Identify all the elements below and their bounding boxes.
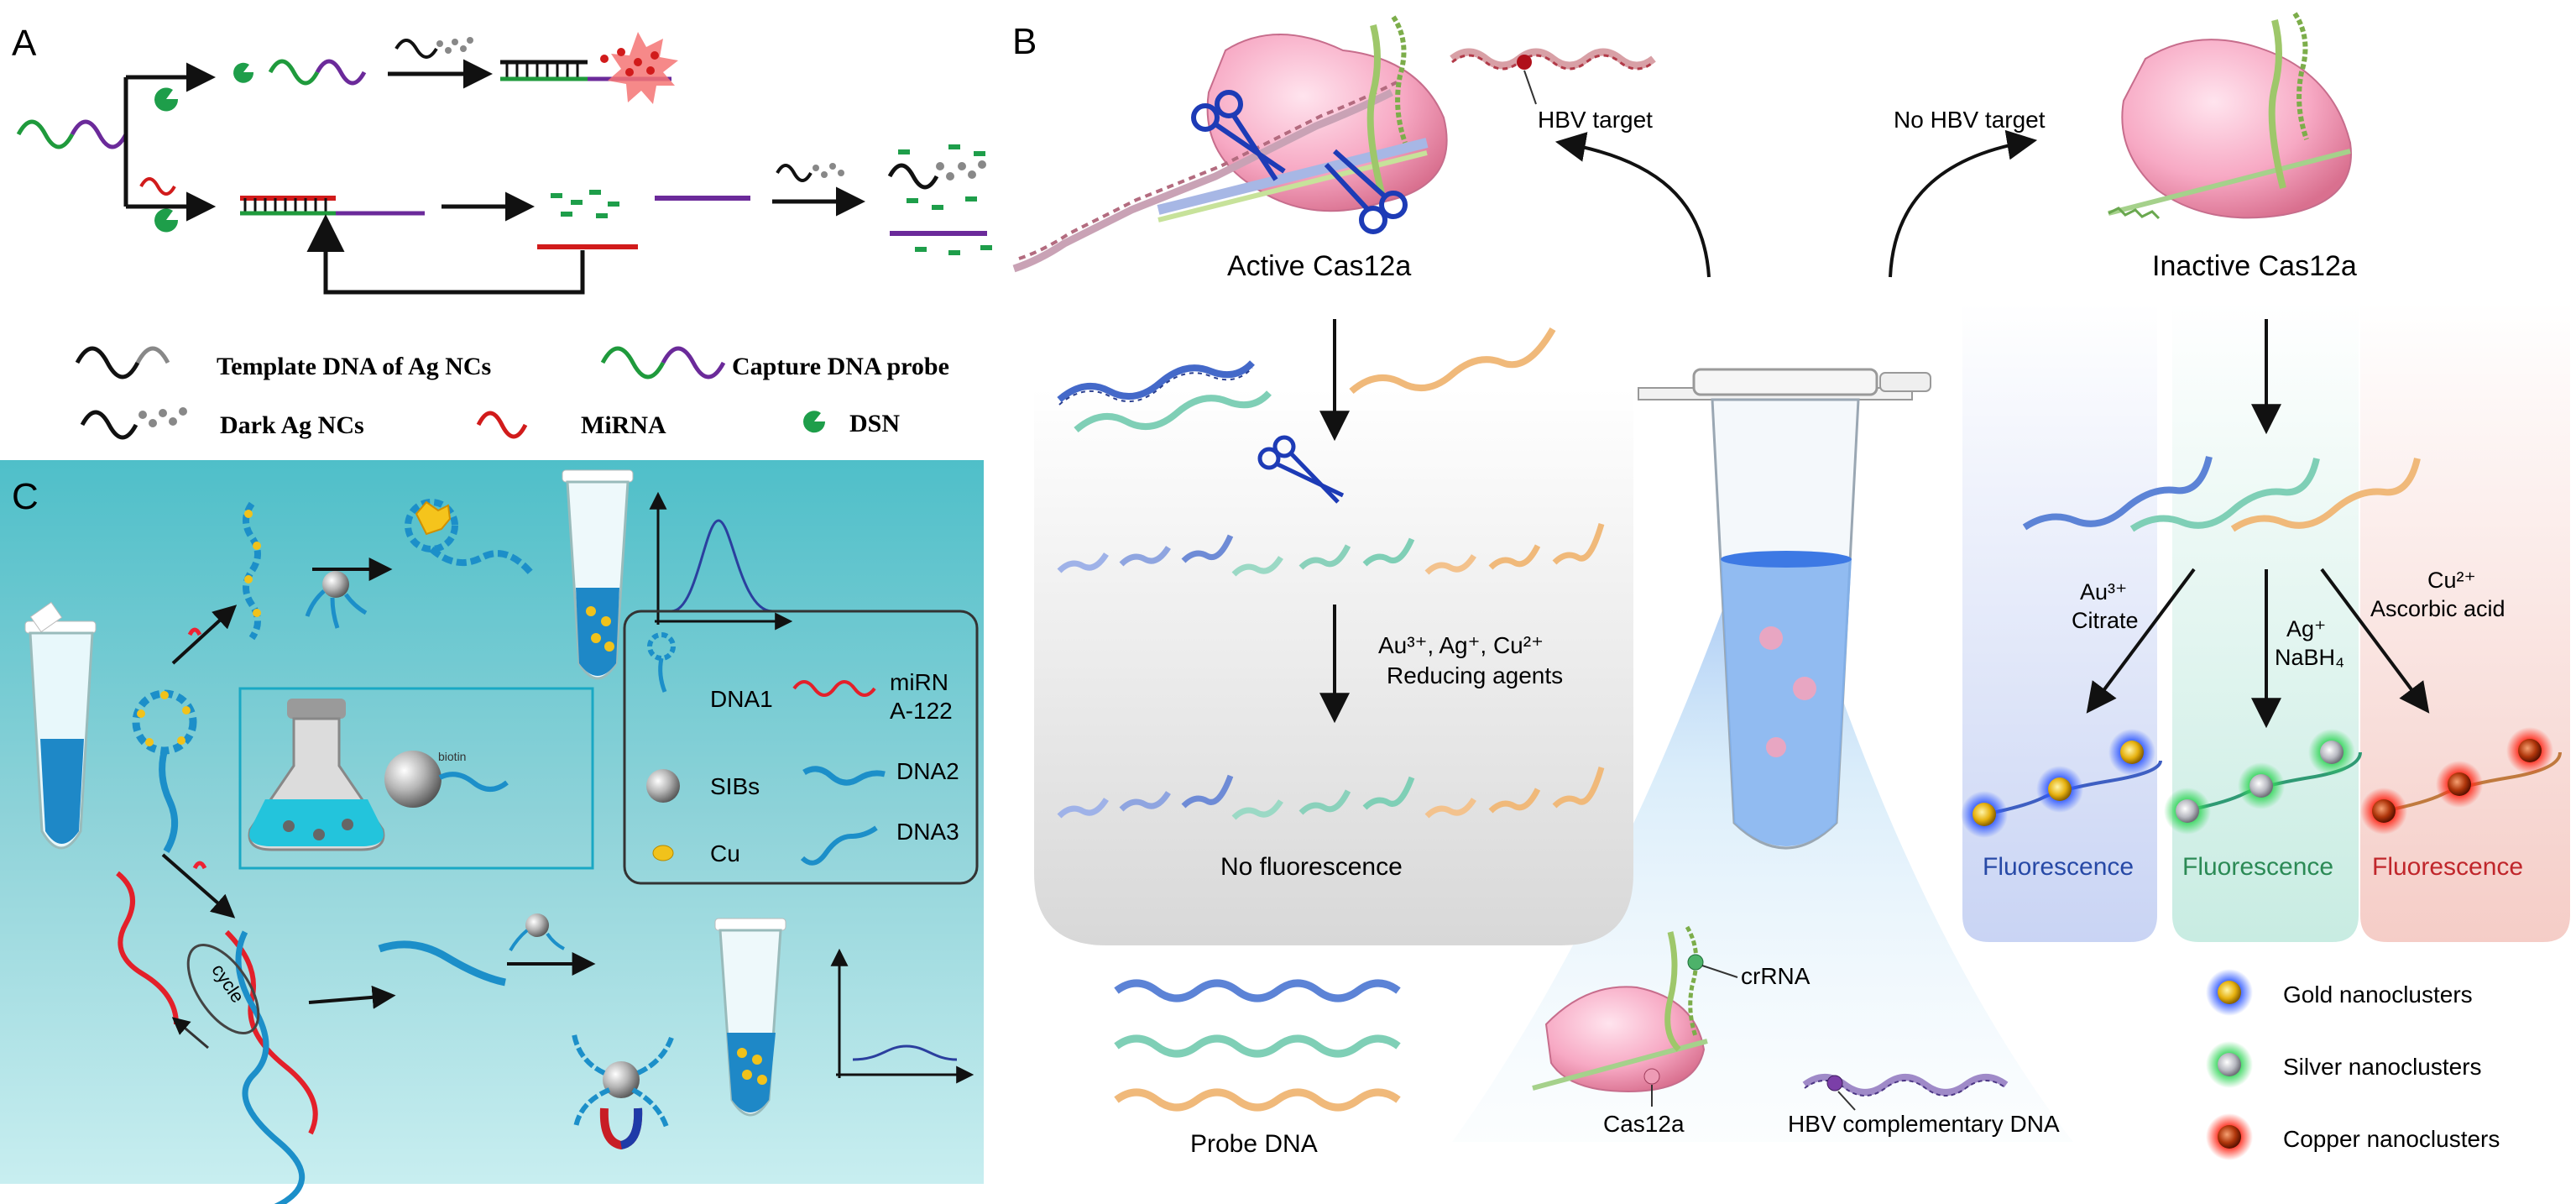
legend-cu: Cu [710, 840, 740, 866]
copper-nanocluster-chain [2360, 727, 2562, 835]
legend-dark-ag: Dark Ag NCs [220, 411, 364, 439]
probe-dna-label: Probe DNA [1190, 1130, 1318, 1158]
legend-copper-nanoclusters: Copper nanoclusters [2283, 1126, 2500, 1152]
probe-fragments-row2 [1057, 767, 1605, 820]
dna2-strand [378, 940, 506, 987]
dsn-icon [154, 208, 179, 233]
legend-mirna-1: miRN [890, 669, 948, 695]
legend-capture-probe: Capture DNA probe [732, 353, 949, 380]
silver-nanocluster-chain [2164, 729, 2362, 835]
legend-sibs: SIBs [710, 773, 760, 799]
reagents-line2: Reducing agents [1387, 662, 1563, 688]
cycle-ellipse [186, 944, 260, 1034]
dsn-icon [233, 62, 254, 83]
branch-ag-line1: Ag⁺ [2286, 616, 2326, 641]
probe-dna-legend [1114, 979, 1401, 1112]
panel-c-letter: C [12, 476, 39, 517]
capture-probe-icon [600, 346, 666, 380]
bead-sphere [384, 751, 442, 808]
dsn-icon [154, 87, 179, 112]
panel-a-letter: A [12, 23, 37, 64]
legend-dsn: DSN [849, 410, 900, 437]
probes-intact-left [1057, 327, 1556, 433]
arrow-to-inactive [1889, 129, 2038, 278]
arrow-gold-branch [2086, 568, 2196, 714]
copper-column [2360, 302, 2570, 942]
hbv-complementary-strand [1802, 1074, 2009, 1111]
fluorescence-gold-label: Fluorescence [1983, 853, 2134, 881]
branch-cu-line2: Ascorbic acid [2370, 596, 2505, 621]
dark-ag-icon [80, 410, 138, 440]
flask-box [238, 687, 594, 870]
legend-dna1: DNA1 [710, 686, 773, 712]
gold-nanocluster-chain [1961, 729, 2162, 838]
hbv-target-strand [1450, 48, 1656, 71]
probe-fragments-row1 [1057, 523, 1605, 577]
branch-au-line1: Au³⁺ [2080, 579, 2127, 605]
arrow-copper-branch [2320, 568, 2430, 714]
legend-silver-nanoclusters: Silver nanoclusters [2283, 1054, 2482, 1080]
branch-au-line2: Citrate [2072, 608, 2139, 633]
mirna-small-icon [187, 627, 202, 636]
active-cas12a-label: Active Cas12a [1227, 250, 1411, 282]
biotin-label: biotin [438, 750, 466, 763]
panel-c-legend [623, 610, 979, 885]
hbv-target-label: HBV target [1538, 107, 1653, 133]
template-dna-icon [75, 346, 140, 380]
branch-ag-line2: NaBH₄ [2275, 645, 2344, 670]
mirna-icon [139, 177, 176, 196]
panel-b-letter: B [1012, 21, 1037, 62]
no-hbv-target-label: No HBV target [1894, 107, 2046, 133]
legend-mirna: MiRNA [581, 411, 666, 439]
dark-ag-nc-icon [394, 39, 438, 59]
branch-cu-line1: Cu²⁺ [2427, 568, 2476, 593]
hbv-complementary-label: HBV complementary DNA [1788, 1111, 2060, 1137]
tube-high [562, 469, 634, 680]
legend-template-dna: Template DNA of Ag NCs [217, 353, 491, 380]
legend-mirna-2: A-122 [890, 698, 953, 724]
panel-c: C [0, 460, 984, 1204]
legend-dna2: DNA2 [896, 758, 959, 784]
signal-low-plot [830, 948, 974, 1084]
active-cas12a-illustration [1012, 15, 1448, 273]
mirna-legend-icon [476, 411, 528, 439]
green-fragments [551, 190, 619, 218]
reagents-line1: Au³⁺, Ag⁺, Cu²⁺ [1378, 632, 1544, 658]
legend-dna3: DNA3 [896, 819, 959, 845]
inactive-cas12a-label: Inactive Cas12a [2152, 250, 2357, 282]
crrna-label: crRNA [1741, 963, 1811, 989]
magnet-capture [572, 1034, 674, 1150]
panel-a: A [12, 23, 992, 440]
legend-gold-nanoclusters: Gold nanoclusters [2283, 982, 2473, 1008]
cas12a-complex-legend [1532, 925, 1738, 1107]
input-capture-probe [16, 119, 75, 149]
cu-loaded-loop [405, 499, 458, 552]
inactive-cas12a-illustration [2108, 12, 2352, 220]
signal-high-plot [649, 491, 793, 631]
reaction-tube [1638, 368, 1931, 850]
fluorescence-copper-label: Fluorescence [2372, 853, 2523, 881]
flask-icon [248, 699, 385, 851]
fluorescence-silver-label: Fluorescence [2182, 853, 2333, 881]
recycle-arrow [306, 214, 585, 295]
tube-low [714, 918, 786, 1117]
scissors-icon [1257, 435, 1345, 504]
tube-start [24, 601, 97, 850]
panel-a-legend: Template DNA of Ag NCs Capture DNA probe… [75, 346, 949, 440]
panel-c-background [0, 460, 984, 1184]
no-fluorescence-label: No fluorescence [1220, 853, 1403, 881]
fluorescence-burst [608, 32, 678, 104]
nanocluster-legend [2206, 969, 2253, 1160]
dsn-legend-icon [803, 411, 826, 433]
cas12a-label: Cas12a [1603, 1111, 1685, 1137]
probes-intact-right [2022, 456, 2421, 532]
panel-b: B Active Cas12a [1012, 12, 2570, 1160]
arrow-to-active [1554, 132, 1711, 278]
